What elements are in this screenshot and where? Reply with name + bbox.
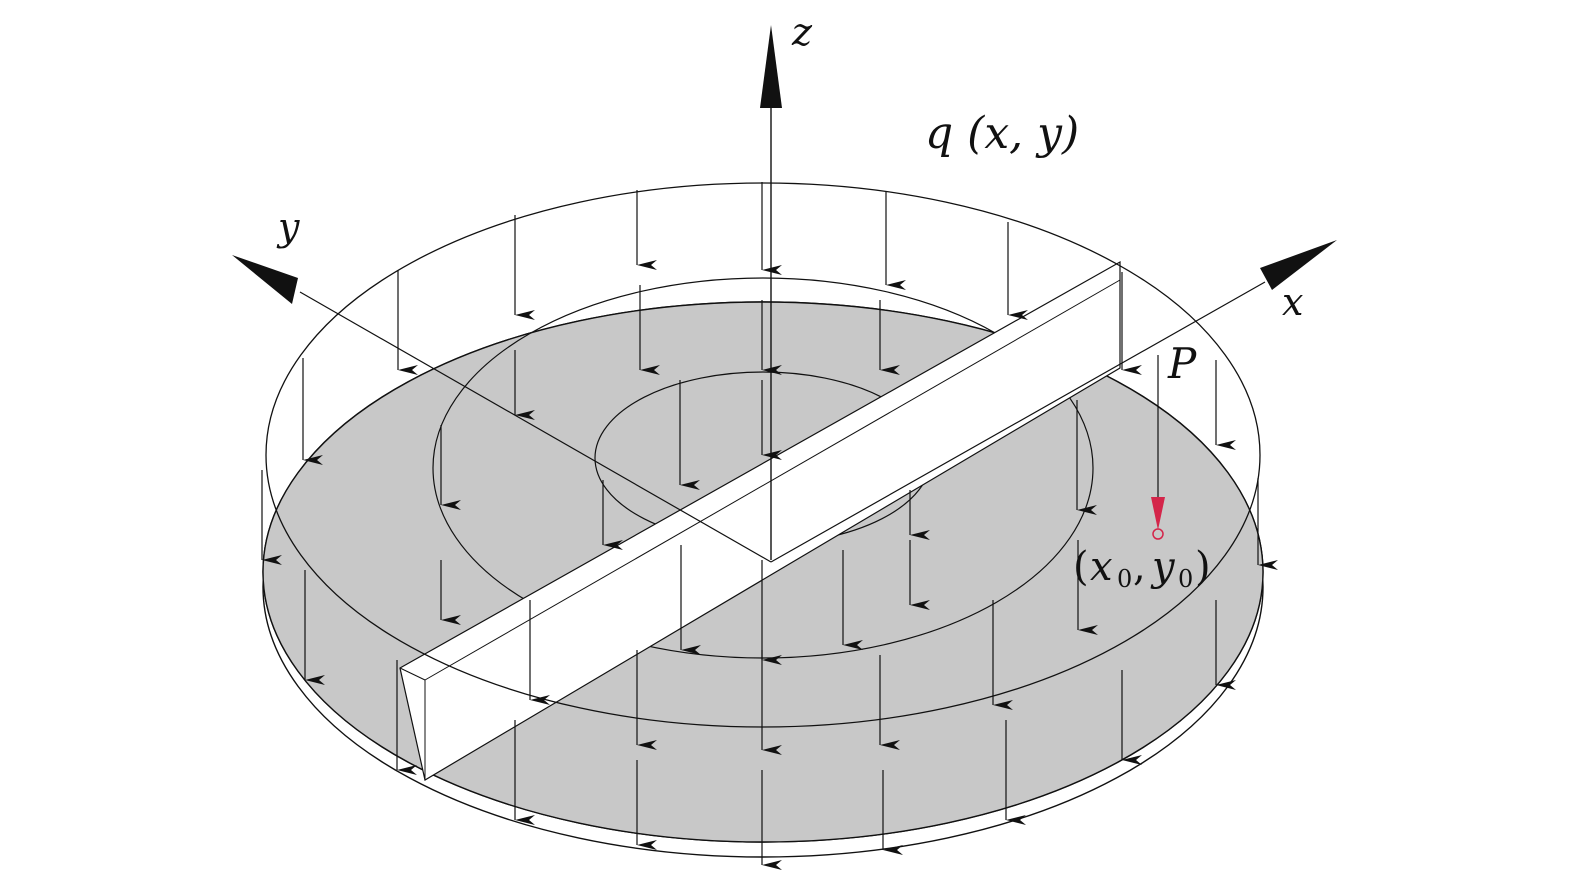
z-axis-arrowhead <box>760 25 782 108</box>
coord-y-sub: 0 <box>1178 565 1193 593</box>
coord-x: x <box>1090 544 1113 590</box>
axes <box>232 25 1337 563</box>
load-surface-outline <box>265 182 1261 728</box>
distributed-load-arrows <box>261 182 1278 870</box>
svg-text:(: ( <box>1073 544 1089 590</box>
y-axis-arrowhead <box>232 255 298 304</box>
y-axis-line <box>299 291 772 563</box>
y-axis-label: y <box>276 205 300 249</box>
slot-strip <box>399 260 1121 781</box>
point-load-origin-icon <box>1152 528 1164 540</box>
z-axis-label: z <box>791 10 813 54</box>
point-force-label: P <box>1167 339 1197 388</box>
x-axis-line <box>770 281 1266 563</box>
svg-text:): ) <box>1195 544 1211 590</box>
x-axis-label: x <box>1282 280 1303 324</box>
point-load-arrowhead <box>1151 497 1165 530</box>
x-axis-arrowhead <box>1260 240 1337 290</box>
load-label: q (x, y) <box>925 108 1079 159</box>
coord-y: y <box>1150 544 1176 590</box>
point-coordinate-label: ( x 0 , y 0 ) <box>1073 544 1211 593</box>
coord-x-sub: 0 <box>1117 565 1132 593</box>
point-load <box>1151 355 1165 540</box>
svg-text:,: , <box>1133 544 1146 590</box>
